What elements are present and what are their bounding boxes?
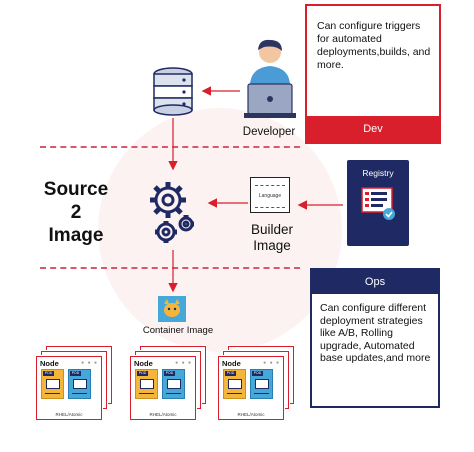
pod: POD bbox=[250, 369, 273, 399]
node-footer: RHEL/Atomic bbox=[149, 412, 177, 417]
node-title: Node bbox=[40, 359, 59, 368]
node-card: Node ● ● ● POD POD RHEL/Atomic bbox=[130, 356, 196, 420]
language-label: Language bbox=[258, 193, 282, 199]
node-stack-3: Node ● ● ● POD POD RHEL/Atomic bbox=[218, 346, 294, 426]
registry-label: Registry bbox=[362, 168, 394, 178]
database-icon bbox=[153, 67, 193, 116]
node-footer: RHEL/Atomic bbox=[237, 412, 265, 417]
container-image-icon bbox=[158, 296, 186, 322]
container-image-label: Container Image bbox=[142, 325, 214, 336]
builder-image-box: Language bbox=[250, 177, 290, 213]
logo-watermark bbox=[98, 108, 342, 352]
pod: POD bbox=[162, 369, 185, 399]
developer-label: Developer bbox=[242, 126, 296, 138]
ops-card: Ops Can configure different deployment s… bbox=[310, 268, 440, 408]
pod: POD bbox=[223, 369, 246, 399]
dev-card: Can configure triggers for automated dep… bbox=[305, 4, 441, 144]
separator-ops bbox=[40, 267, 300, 269]
node-title: Node bbox=[134, 359, 153, 368]
node-card: Node ● ● ● POD POD RHEL/Atomic bbox=[36, 356, 102, 420]
dev-label: Dev bbox=[307, 116, 439, 142]
node-title: Node bbox=[222, 359, 241, 368]
registry-card: Registry bbox=[347, 160, 409, 246]
node-card: Node ● ● ● POD POD RHEL/Atomic bbox=[218, 356, 284, 420]
separator-dev bbox=[40, 146, 300, 148]
gears-icon bbox=[150, 182, 194, 243]
node-footer: RHEL/Atomic bbox=[55, 412, 83, 417]
pod: POD bbox=[135, 369, 158, 399]
pod: POD bbox=[41, 369, 64, 399]
pod: POD bbox=[68, 369, 91, 399]
ops-description: Can configure different deployment strat… bbox=[320, 302, 431, 364]
node-stack-2: Node ● ● ● POD POD RHEL/Atomic bbox=[130, 346, 206, 426]
node-stack-1: Node ● ● ● POD POD RHEL/Atomic bbox=[36, 346, 112, 426]
ops-label: Ops bbox=[312, 270, 438, 294]
registry-icon bbox=[361, 187, 395, 220]
dev-description: Can configure triggers for automated dep… bbox=[317, 20, 431, 71]
developer-icon bbox=[244, 39, 296, 118]
